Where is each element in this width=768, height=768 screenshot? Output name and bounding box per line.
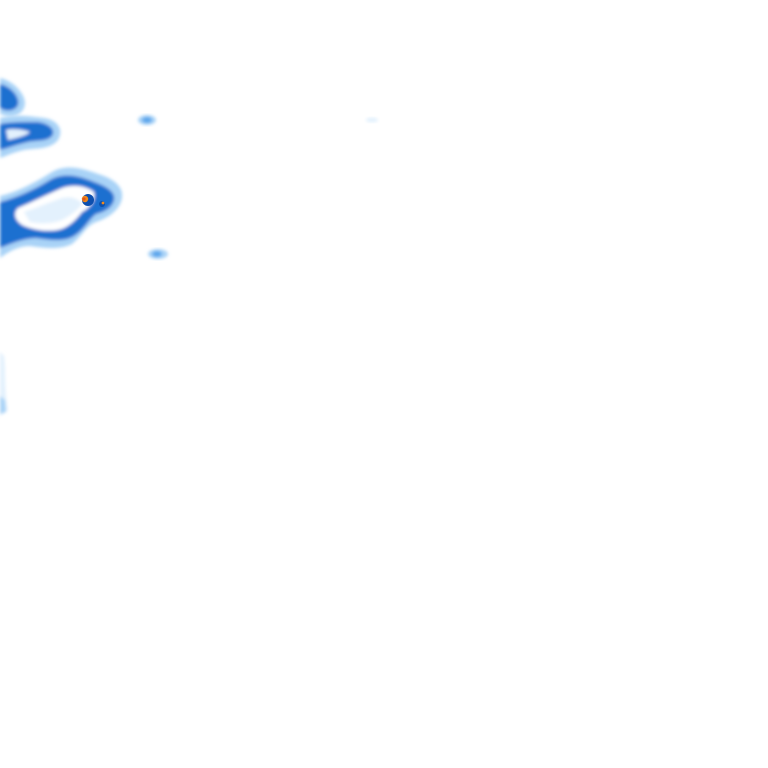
faint-echo-far: [366, 117, 378, 123]
storm-core: [81, 194, 105, 207]
upper-left-band: [0, 115, 61, 158]
north-edge-echo: [0, 78, 25, 117]
small-echo-lower: [148, 249, 168, 259]
left-edge-echo: [0, 352, 8, 416]
small-echo-upper: [138, 115, 156, 125]
central-storm-cell: [0, 167, 123, 258]
